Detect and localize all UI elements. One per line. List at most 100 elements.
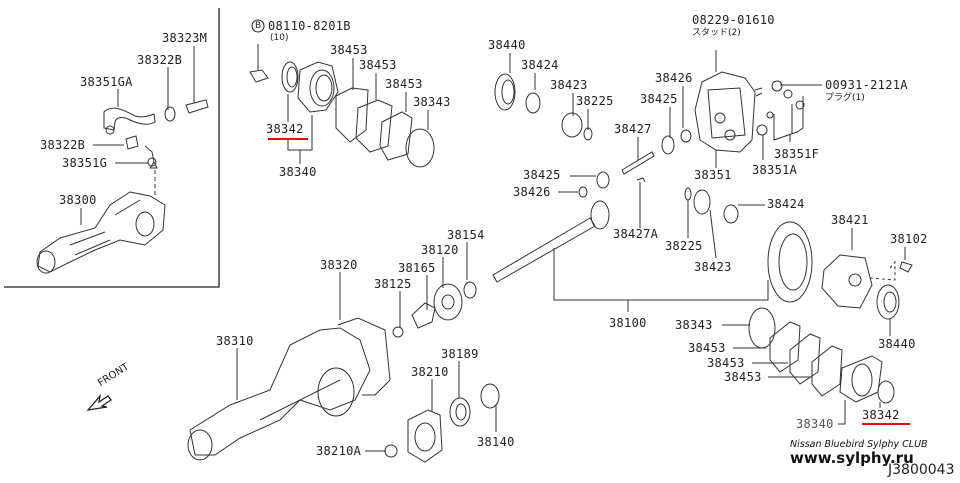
ring-gear-part [768, 222, 812, 302]
bearing-right-part [877, 285, 899, 319]
label-38154[interactable]: 38154 [447, 228, 485, 242]
label-38351a[interactable]: 38351A [752, 163, 798, 177]
label-38210[interactable]: 38210 [411, 365, 449, 379]
case-bolt-part [900, 262, 912, 272]
label-38125[interactable]: 38125 [374, 277, 412, 291]
label-38340-left[interactable]: 38340 [279, 165, 317, 179]
bearing-top-part [495, 74, 515, 110]
label-38342-right[interactable]: 38342 [862, 408, 900, 422]
label-38425-top[interactable]: 38425 [640, 92, 678, 106]
watermark-site: www.sylphy.ru [790, 449, 914, 467]
label-38320[interactable]: 38320 [320, 258, 358, 272]
shim-left-3-part [380, 112, 412, 160]
label-38453-r2[interactable]: 38453 [707, 356, 745, 370]
label-38426-mid[interactable]: 38426 [513, 185, 551, 199]
side-gear-mid-part [694, 190, 710, 214]
drain-plug-part [772, 81, 782, 91]
pinion-gear-mid-part [597, 172, 609, 188]
pinion-washer-part [393, 327, 403, 337]
o-ring-right-part [749, 308, 775, 348]
o-ring-left-part [406, 129, 434, 167]
spacer-part [434, 284, 462, 320]
label-38225-top[interactable]: 38225 [576, 94, 614, 108]
shim-right-1-part [770, 322, 800, 372]
companion-nut-part [385, 445, 397, 457]
label-38100[interactable]: 38100 [609, 316, 647, 330]
label-38225-mid[interactable]: 38225 [665, 239, 703, 253]
pinion-gear-top-part [662, 136, 674, 154]
label-38120[interactable]: 38120 [421, 243, 459, 257]
label-38424-top[interactable]: 38424 [521, 58, 559, 72]
washer-right-part [724, 205, 738, 223]
carrier-cover-gasket-part [338, 318, 390, 395]
breather-hose-part [104, 108, 155, 130]
label-38423-mid[interactable]: 38423 [694, 260, 732, 274]
label-38210a[interactable]: 38210A [316, 444, 362, 458]
differential-carrier-part [190, 328, 370, 455]
bolt-part [250, 70, 268, 82]
companion-flange-part [408, 410, 442, 462]
label-38343-right[interactable]: 38343 [675, 318, 713, 332]
label-38453-r1[interactable]: 38453 [688, 341, 726, 355]
label-38343-left[interactable]: 38343 [413, 95, 451, 109]
label-38425-mid[interactable]: 38425 [523, 168, 561, 182]
label-38322b-top[interactable]: 38322B [137, 53, 183, 67]
label-38427[interactable]: 38427 [614, 122, 652, 136]
highlight-underline-right [862, 423, 910, 425]
bolt-marker-circle [252, 20, 264, 32]
label-38453-l2[interactable]: 38453 [359, 58, 397, 72]
bolt-qty: (10) [270, 33, 289, 43]
oil-seal-left-part [282, 62, 298, 92]
label-38453-l3[interactable]: 38453 [385, 77, 423, 91]
label-38453-r3[interactable]: 38453 [724, 370, 762, 384]
spacer-washer-part [464, 282, 476, 298]
label-08110-8201b[interactable]: 08110-8201B [268, 19, 351, 33]
label-38421[interactable]: 38421 [831, 213, 869, 227]
label-08229-01610[interactable]: 08229-01610 [692, 13, 775, 27]
diagram-code: J3800043 [888, 462, 955, 478]
watermark-club: Nissan Bluebird Sylphy CLUB [790, 439, 928, 450]
bearing-front-part [481, 384, 499, 408]
cover-bolt-part [757, 125, 767, 135]
highlight-underline-left [268, 138, 308, 140]
label-38351f[interactable]: 38351F [774, 147, 820, 161]
label-38300[interactable]: 38300 [59, 193, 97, 207]
label-38323m[interactable]: 38323M [162, 31, 208, 45]
bolt-marker-letter: B [255, 21, 262, 31]
label-38423-top[interactable]: 38423 [550, 78, 588, 92]
label-38427a[interactable]: 38427A [613, 227, 659, 241]
oil-seal-right-part [878, 381, 894, 403]
label-38351g[interactable]: 38351G [62, 156, 108, 170]
label-38351ga[interactable]: 38351GA [80, 75, 133, 89]
label-38453-l1[interactable]: 38453 [330, 43, 368, 57]
label-38189[interactable]: 38189 [441, 347, 479, 361]
label-38140[interactable]: 38140 [477, 435, 515, 449]
label-38322b-bottom[interactable]: 38322B [40, 138, 86, 152]
label-38351[interactable]: 38351 [694, 168, 732, 182]
label-38340-right[interactable]: 38340 [796, 417, 834, 431]
front-arrow-icon [88, 396, 111, 410]
label-38424-right[interactable]: 38424 [767, 197, 805, 211]
label-38165[interactable]: 38165 [398, 261, 436, 275]
breather-bolt-part [186, 100, 208, 113]
label-00931-2121a[interactable]: 00931-2121A [825, 78, 908, 92]
inset-border [4, 8, 219, 287]
label-38342-left[interactable]: 38342 [266, 122, 304, 136]
side-retainer-left-part [298, 62, 338, 112]
shim-left-1-part [336, 88, 368, 142]
oil-seal-front-part [450, 398, 470, 426]
drive-pinion-shaft-part [493, 218, 595, 282]
shim-left-2-part [356, 100, 392, 152]
label-38310[interactable]: 38310 [216, 334, 254, 348]
stud-note: スタッド(2) [692, 28, 741, 38]
differential-case-part [822, 255, 872, 308]
shim-right-3-part [812, 346, 842, 396]
label-38440-right[interactable]: 38440 [878, 337, 916, 351]
label-38426-top[interactable]: 38426 [655, 71, 693, 85]
side-gear-top-part [562, 113, 582, 137]
clip-part [165, 107, 175, 121]
label-38440-top[interactable]: 38440 [488, 38, 526, 52]
label-38102[interactable]: 38102 [890, 232, 928, 246]
